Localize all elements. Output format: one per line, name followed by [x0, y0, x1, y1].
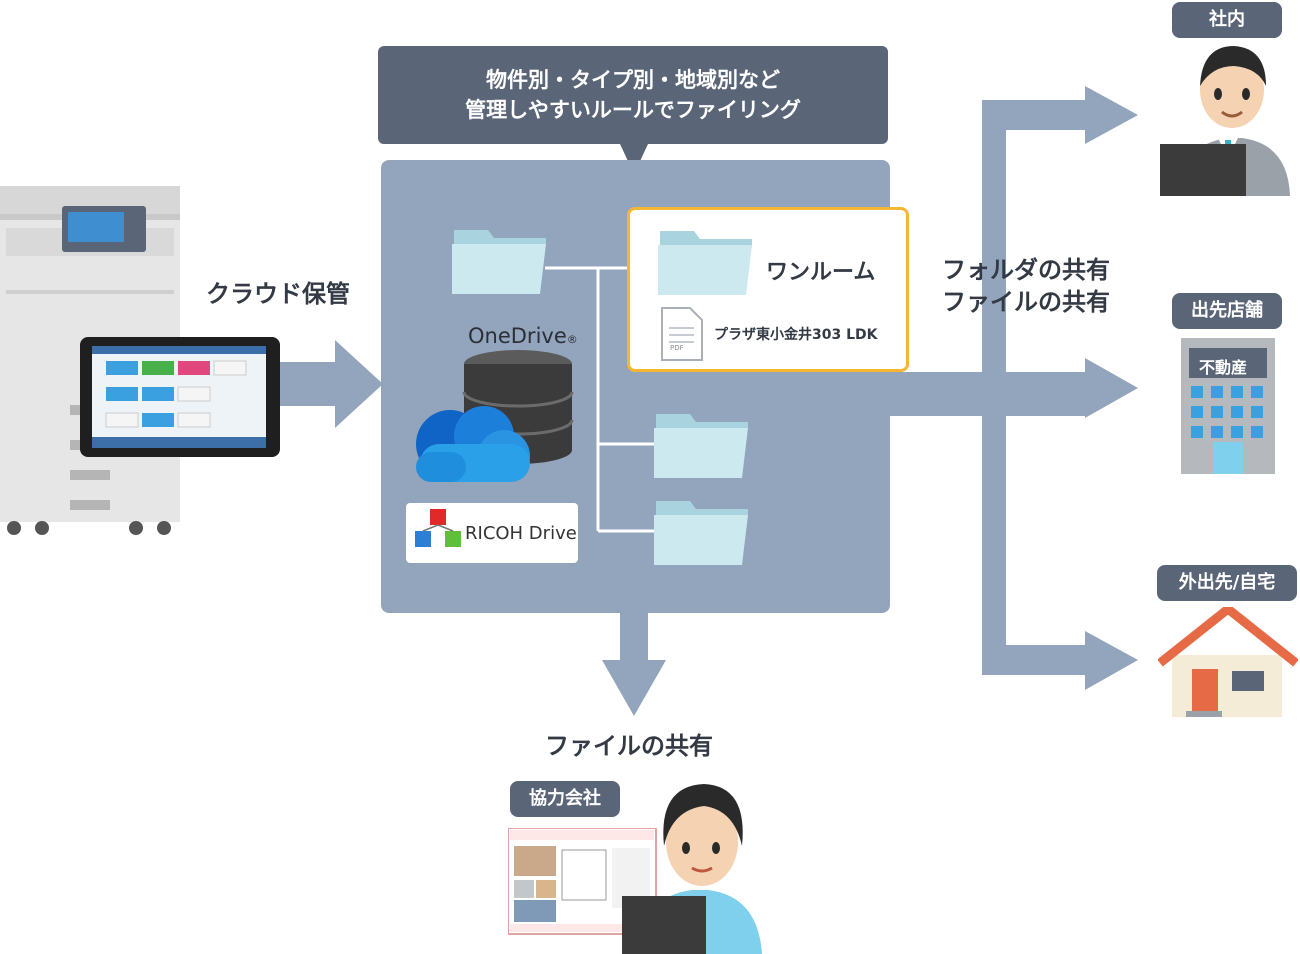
partner-worker-illustration — [622, 784, 762, 954]
remote-tag: 外出先/自宅 — [1157, 565, 1297, 601]
one-room-folder-card[interactable]: ワンルーム PDF プラザ東小金井303 LDK — [627, 207, 909, 372]
office-worker-illustration — [1160, 46, 1290, 196]
arrow-to-partner — [602, 612, 666, 716]
pdf-file-icon — [661, 307, 703, 361]
cloud-storage-label: クラウド保管 — [206, 280, 350, 308]
root-folder-icon — [452, 230, 546, 294]
filing-rule-banner: 物件別・タイプ別・地域別など 管理しやすいルールでファイリング — [378, 46, 888, 144]
arrow-to-branch — [1085, 358, 1138, 418]
sub-folder-icon — [654, 501, 748, 565]
registered-mark: ® — [566, 333, 578, 346]
house-icon — [1158, 607, 1298, 717]
file-name[interactable]: プラザ東小金井303 LDK — [714, 327, 878, 343]
onedrive-name: OneDrive — [468, 324, 567, 348]
sub-folder-icon — [654, 414, 748, 478]
ricoh-drive-logo: RICOH Drive — [406, 503, 578, 563]
banner-line-2: 管理しやすいルールでファイリング — [465, 98, 801, 122]
arrow-to-remote — [1085, 631, 1138, 690]
share-file-bottom-label: ファイルの共有 — [545, 732, 713, 760]
partner-tag: 協力会社 — [510, 781, 620, 817]
share-file-label: ファイルの共有 — [942, 288, 1110, 316]
folder-title: ワンルーム — [766, 260, 876, 285]
pdf-icon-label: PDF — [670, 344, 684, 352]
onedrive-label: OneDrive® — [468, 324, 578, 348]
onedrive-cloud-icon — [416, 406, 530, 482]
branch-tag: 出先店舗 — [1172, 293, 1282, 329]
ricoh-cubes-icon — [415, 509, 461, 547]
internal-tag: 社内 — [1172, 2, 1282, 38]
share-folder-label: フォルダの共有 — [942, 256, 1110, 284]
building-sign: 不動産 — [1199, 358, 1248, 377]
ricoh-drive-name: RICOH Drive — [465, 523, 577, 544]
folder-icon — [658, 231, 752, 295]
banner-line-1: 物件別・タイプ別・地域別など — [486, 68, 780, 92]
arrow-to-internal — [1085, 86, 1138, 144]
arrow-to-cloud — [280, 340, 383, 428]
building-icon — [1181, 338, 1275, 474]
mfp-control-panel — [80, 337, 280, 457]
